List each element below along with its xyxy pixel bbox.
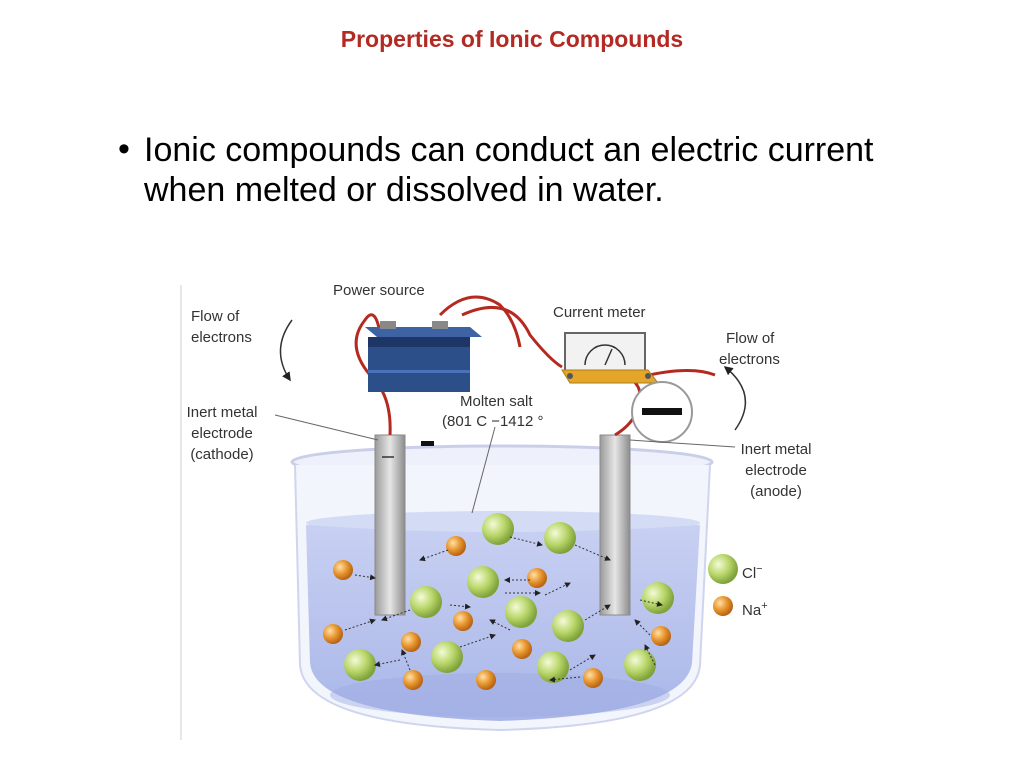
label-anode-line2: electrode: [745, 462, 807, 479]
label-current-meter: Current meter: [553, 304, 646, 321]
legend-sodium-text: Na: [742, 602, 762, 619]
label-cathode-line1: Inert metal: [186, 404, 258, 421]
diagram-graphic: [180, 285, 747, 740]
electrolysis-diagram: Power source Current meter Flow of elect…: [170, 275, 870, 745]
battery-icon: [365, 321, 482, 392]
bullet-text: Ionic compounds can conduct an electric …: [144, 131, 874, 209]
anode-electrode: [599, 434, 631, 616]
ions: [323, 513, 674, 690]
legend-sodium-charge: +: [761, 600, 768, 612]
legend-chloride-text: Cl: [742, 565, 757, 582]
cathode-electrode: [374, 434, 406, 616]
label-flow-left-line1: Flow of: [191, 308, 240, 325]
slide-title: Properties of Ionic Compounds: [340, 26, 684, 52]
label-flow-left-line2: electrons: [191, 329, 252, 346]
legend-chloride-charge: −: [756, 563, 763, 575]
label-anode-line1: Inert metal: [740, 441, 812, 458]
label-power-source: Power source: [333, 282, 425, 299]
bullet-dot: •: [118, 130, 130, 168]
label-molten-temp: (801 C −1412 °: [442, 413, 544, 430]
label-flow-right-line2: electrons: [719, 351, 780, 368]
label-flow-right-line1: Flow of: [726, 330, 775, 347]
label-molten-salt: Molten salt: [460, 393, 533, 410]
label-cathode-line2: electrode: [191, 425, 253, 442]
legend-chloride-ball: [708, 554, 738, 584]
current-meter-icon: [561, 332, 660, 384]
minus-sign-small-icon: [421, 441, 434, 446]
legend-sodium-ball: [713, 596, 733, 616]
legend-sodium-label: Na+: [742, 596, 768, 621]
label-anode-line3: (anode): [750, 483, 802, 500]
label-cathode-line3: (cathode): [190, 446, 254, 463]
legend-chloride-label: Cl−: [742, 559, 763, 584]
